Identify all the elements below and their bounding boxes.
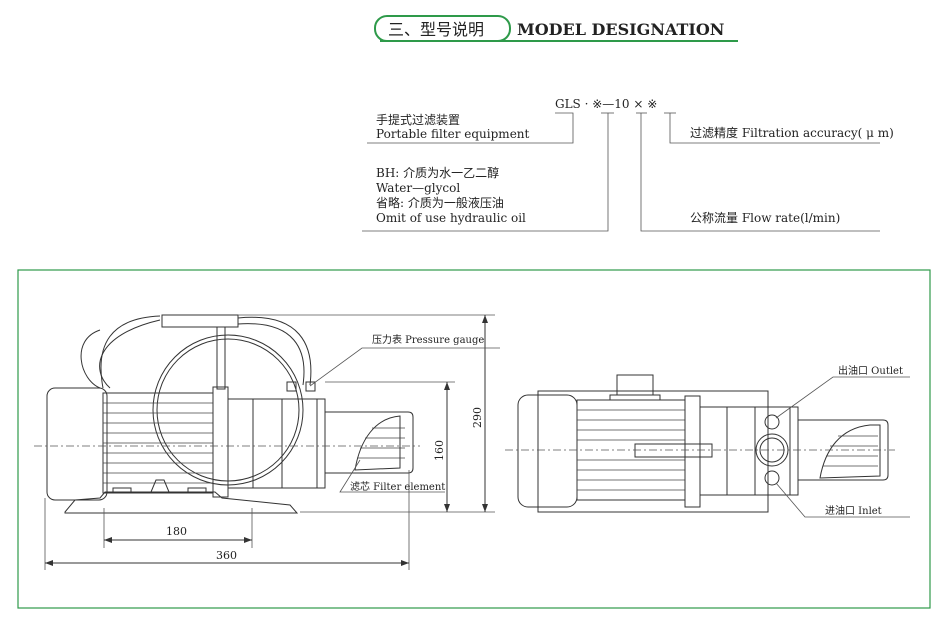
section-title-en: MODEL DESIGNATION (517, 20, 724, 39)
flow-label: 公称流量 Flow rate(l/min) (690, 211, 840, 225)
leader-inlet (775, 482, 910, 518)
inlet-port-icon (764, 470, 780, 486)
outlet-label: 出油口 Outlet (838, 364, 903, 377)
dim-180-label: 180 (166, 525, 187, 538)
bh-en: Water—glycol (376, 181, 460, 195)
leader-pressure-gauge (309, 347, 500, 387)
filter-housing-top (797, 419, 889, 481)
motor-end-cap (46, 387, 108, 501)
omit-en: Omit of use hydraulic oil (376, 211, 526, 225)
drawing-frame (17, 269, 931, 609)
frame-outline (537, 390, 769, 513)
dim-160-label: 160 (433, 440, 446, 461)
terminal-box (616, 374, 654, 396)
section-header: 三、型号说明 MODEL DESIGNATION (374, 15, 738, 42)
filter-element-icon (354, 415, 401, 471)
outer-hose-right (237, 316, 312, 386)
base-plate (64, 491, 299, 514)
outlet-port-icon (764, 414, 780, 430)
inlet-label: 进油口 Inlet (825, 504, 882, 517)
leader-medium (362, 113, 609, 232)
model-code: GLS · ※—10 × ※ (555, 97, 657, 111)
motor-flange-top (684, 395, 701, 508)
leader-outlet (775, 376, 910, 419)
dim-290-label: 290 (471, 407, 484, 428)
shaft (634, 443, 713, 458)
accuracy-label: 过滤精度 Filtration accuracy( μ m) (690, 125, 894, 140)
pressure-gauge-label: 压力表 Pressure gauge (372, 333, 484, 346)
bh-cn: BH: 介质为水一乙二醇 (376, 165, 499, 180)
motor-end-cap-top (517, 394, 578, 508)
portable-cn: 手提式过滤装置 (376, 112, 460, 127)
leader-filter-element (339, 459, 445, 493)
handle-bar (161, 314, 239, 328)
leader-flow (640, 113, 880, 232)
designation-breakdown: GLS · ※—10 × ※ 手提式过滤装置 Portable filter e… (362, 97, 894, 232)
leader-gls (367, 112, 574, 144)
pump-body (227, 398, 326, 489)
portable-en: Portable filter equipment (376, 127, 530, 141)
side-view: 290 160 180 360 压力表 Pressure gauge 滤芯 Fi… (34, 314, 500, 570)
omit-cn: 省略: 介质为一般液压油 (376, 195, 504, 210)
filter-element-label: 滤芯 Filter element (350, 480, 445, 493)
section-title-cn: 三、型号说明 (388, 20, 484, 39)
pump-body-top (699, 406, 799, 496)
pressure-gauge-icon (286, 381, 297, 392)
dim-360-label: 360 (216, 549, 237, 562)
leader-accuracy (669, 113, 880, 144)
filter-element-top-icon (819, 424, 881, 479)
handle-stem (216, 326, 226, 390)
top-view: 出油口 Outlet 进油口 Inlet (505, 364, 910, 518)
outer-hose-left (80, 319, 161, 389)
